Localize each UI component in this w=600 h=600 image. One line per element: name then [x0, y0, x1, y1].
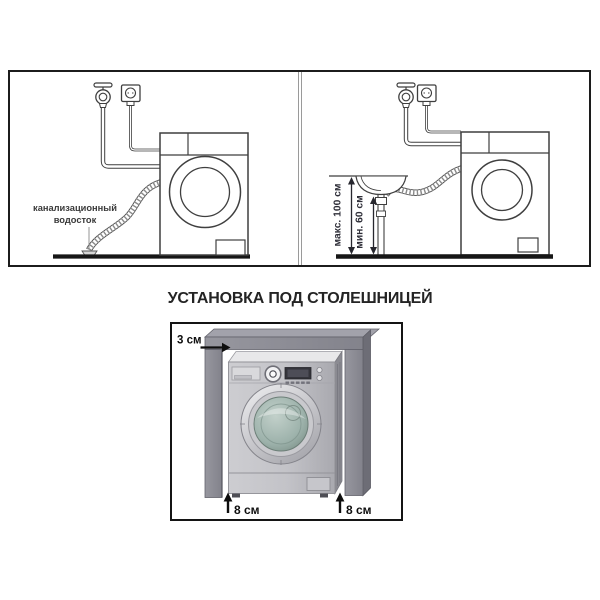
under-counter-illustration: 3 см 8 см 8 см: [177, 328, 381, 518]
drain-label-line2: водосток: [54, 215, 97, 225]
sink: [329, 175, 408, 255]
power-outlet-icon: [416, 84, 437, 106]
left-gap-label: 8 см: [234, 503, 260, 517]
height-dimensions: макс. 100 см мин. 60 см: [333, 177, 377, 255]
diagram-drain-to-sewage: канализационный водосток: [33, 82, 250, 259]
under-counter-panel: 3 см 8 см 8 см: [170, 322, 403, 521]
washing-machine-outline: [460, 131, 550, 256]
machine-side-face: [334, 350, 343, 496]
section-title: УСТАНОВКА ПОД СТОЛЕШНИЦЕЙ: [167, 290, 433, 307]
clearance-labels: 3 см 8 см 8 см: [177, 335, 372, 518]
corrugated-drain-hose: [86, 178, 164, 252]
power-outlet-icon: [120, 84, 141, 106]
max-height-label: макс. 100 см: [333, 183, 344, 246]
min-height-label: мин. 60 см: [355, 195, 366, 249]
drain-label-line1: канализационный: [33, 203, 117, 213]
top-gap-label: 3 см: [177, 335, 202, 347]
machine-top-face: [227, 351, 343, 363]
door-glass: [253, 396, 309, 452]
water-tap-icon: [93, 82, 113, 108]
power-cable: [129, 105, 160, 152]
washing-machine: [227, 350, 343, 498]
counter-frame: [203, 328, 381, 498]
left-foot: [232, 493, 240, 498]
panel-divider: [298, 72, 302, 265]
right-gap-label: 8 см: [346, 503, 372, 517]
right-board-side: [362, 329, 371, 497]
door: [240, 383, 322, 465]
supply-hose: [403, 105, 461, 147]
right-foot: [320, 493, 328, 498]
hose-installation-diagrams: канализационный водосток: [8, 70, 591, 267]
left-board: [204, 349, 223, 498]
diagram-drain-to-sink: макс. 100 см мин. 60 см: [329, 82, 553, 259]
filter-drawer: [306, 477, 331, 491]
right-board: [344, 349, 364, 496]
power-cable: [425, 105, 461, 134]
washing-machine-outline: [159, 132, 249, 256]
supply-hose: [100, 105, 160, 169]
water-tap-icon: [396, 82, 416, 108]
